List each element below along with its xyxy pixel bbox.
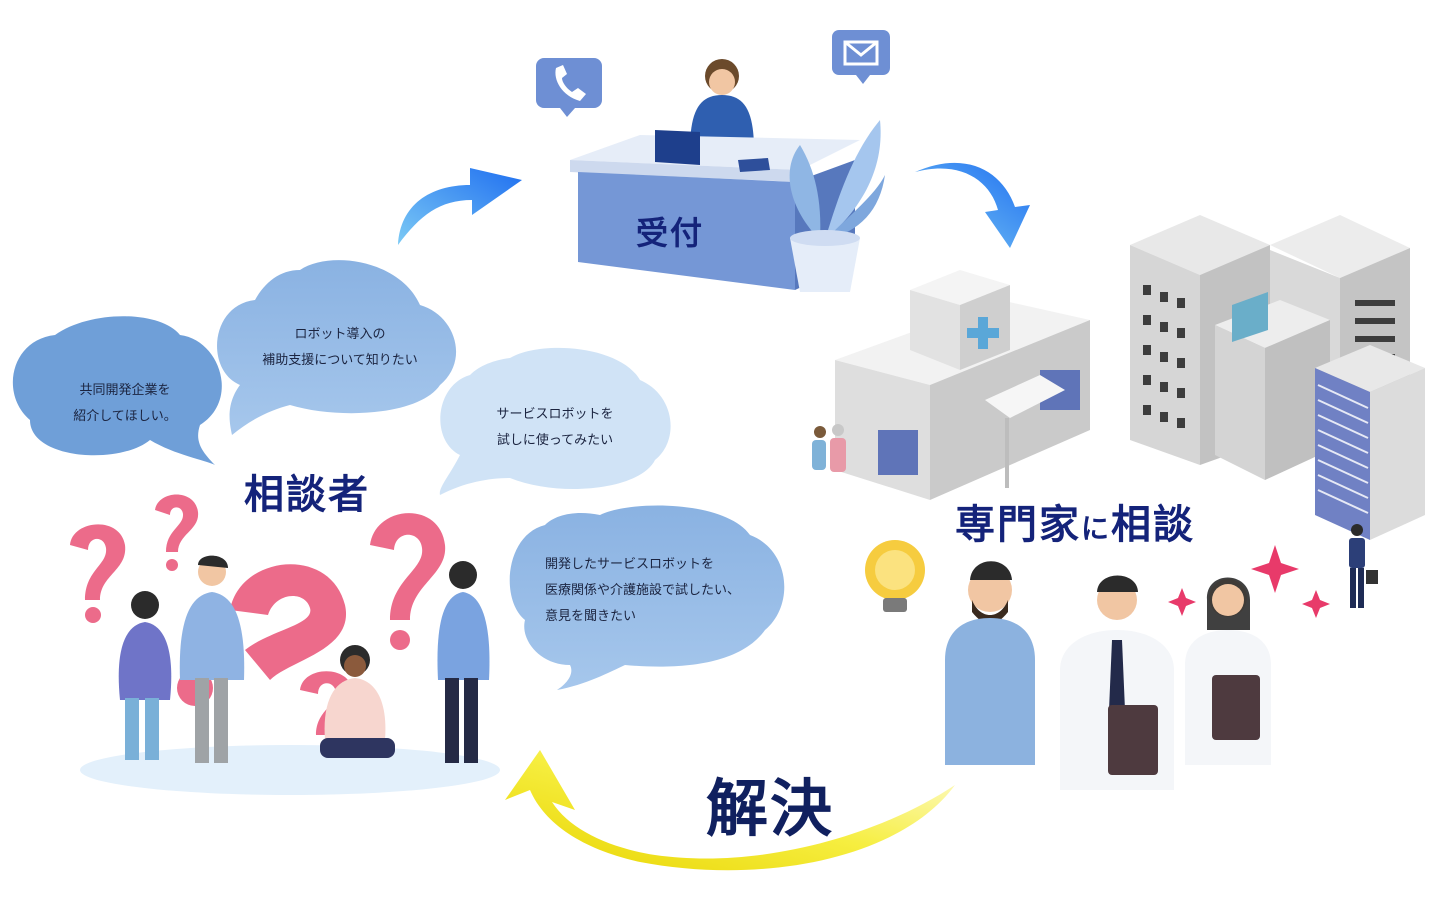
bubble-3-text: サービスロボットを 試しに使ってみたい bbox=[450, 402, 660, 454]
expert-label-part1: 専門家 bbox=[955, 502, 1081, 548]
arrow-to-reception bbox=[398, 168, 522, 245]
hospital-building-illustration bbox=[812, 270, 1090, 500]
reception-label: 受付 bbox=[635, 214, 704, 252]
expert-label-particle: に bbox=[1081, 512, 1112, 545]
hospital-cross-icon bbox=[967, 317, 999, 349]
consultant-label: 相談者 bbox=[244, 472, 370, 518]
bubble-4-text: 開発したサービスロボットを 医療関係や介護施設で試したい、 意見を聞きたい bbox=[545, 552, 740, 630]
plant-illustration bbox=[789, 120, 885, 292]
consultants-illustration bbox=[70, 494, 500, 795]
lightbulb-icon bbox=[865, 540, 925, 612]
bubble-4-line2: 医療関係や介護施設で試したい、 bbox=[545, 583, 741, 598]
bubble-2-line2: 補助支援について知りたい bbox=[262, 353, 418, 368]
resolution-label: 解決 bbox=[705, 772, 834, 845]
phone-icon bbox=[536, 58, 602, 117]
bubble-4-line3: 意見を聞きたい bbox=[545, 609, 637, 624]
arrow-to-experts bbox=[915, 162, 1030, 248]
mail-icon bbox=[832, 30, 890, 84]
bubble-3-line1: サービスロボットを bbox=[496, 407, 614, 422]
office-buildings-illustration bbox=[1130, 215, 1425, 608]
bubble-1-line2: 紹介してほしい。 bbox=[73, 409, 177, 424]
bubble-4-line1: 開発したサービスロボットを bbox=[545, 557, 715, 572]
speech-bubble-3 bbox=[439, 347, 671, 495]
speech-bubble-2 bbox=[217, 260, 457, 435]
bubble-2-text: ロボット導入の 補助支援について知りたい bbox=[230, 322, 450, 374]
speech-bubble-4 bbox=[509, 505, 785, 690]
arrow-resolution bbox=[505, 750, 955, 871]
bubble-1-text: 共同開発企業を 紹介してほしい。 bbox=[30, 378, 220, 430]
expert-label-part2: 相談 bbox=[1111, 502, 1196, 548]
bubble-3-line2: 試しに使ってみたい bbox=[496, 433, 614, 448]
bubble-2-line1: ロボット導入の bbox=[294, 327, 386, 342]
speech-bubble-1 bbox=[12, 316, 222, 465]
bubble-1-line1: 共同開発企業を bbox=[79, 383, 171, 398]
expert-label: 専門家に相談 bbox=[955, 492, 1195, 550]
experts-illustration bbox=[865, 540, 1330, 790]
